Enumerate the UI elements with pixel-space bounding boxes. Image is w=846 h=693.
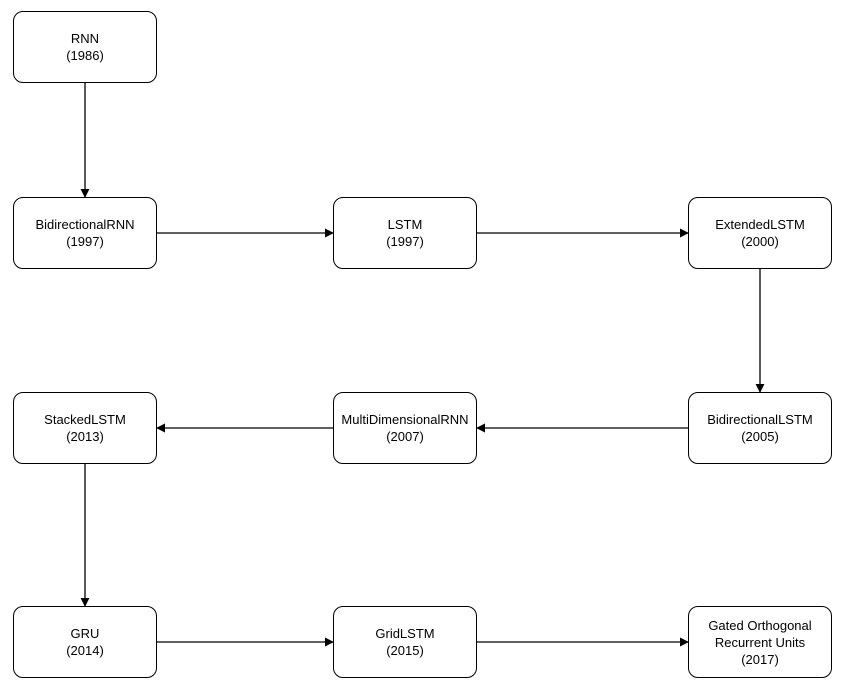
node-label-line: Recurrent Units <box>714 634 806 650</box>
node-bidirectional-rnn: BidirectionalRNN (1997) <box>13 197 157 269</box>
node-label-line: RNN <box>70 31 100 46</box>
node-label-line: ExtendedLSTM <box>715 217 805 232</box>
node-label-line: Gated Orthogonal <box>708 617 812 633</box>
node-label-line: (2017) <box>741 651 779 667</box>
node-label-line: (2013) <box>66 429 104 444</box>
node-label: BidirectionalLSTM (2005) <box>707 411 813 445</box>
node-label-line: (1997) <box>66 234 104 249</box>
node-label-line: StackedLSTM <box>44 412 126 427</box>
node-label: StackedLSTM (2013) <box>44 411 126 445</box>
node-label-line: GridLSTM <box>375 626 435 641</box>
node-multidimensional-rnn: MultiDimensionalRNN (2007) <box>333 392 477 464</box>
node-label: GRU (2014) <box>66 625 104 659</box>
node-label-line: MultiDimensionalRNN <box>341 412 469 427</box>
node-label: MultiDimensionalRNN (2007) <box>341 411 468 445</box>
node-label-line: (2014) <box>66 643 104 658</box>
node-label: BidirectionalRNN (1997) <box>36 216 135 250</box>
node-label-line: (1986) <box>66 48 104 63</box>
node-label-line: BidirectionalRNN <box>35 217 135 232</box>
node-label: ExtendedLSTM (2000) <box>715 216 805 250</box>
node-rnn: RNN (1986) <box>13 11 157 83</box>
node-stacked-lstm: StackedLSTM (2013) <box>13 392 157 464</box>
node-label-line: GRU <box>70 626 100 641</box>
node-label-line: (2005) <box>741 429 779 444</box>
node-bidirectional-lstm: BidirectionalLSTM (2005) <box>688 392 832 464</box>
node-gru: GRU (2014) <box>13 606 157 678</box>
node-label-line: (2007) <box>386 429 424 444</box>
node-label-line: LSTM <box>387 217 423 232</box>
node-label: RNN (1986) <box>66 30 104 64</box>
node-label: GridLSTM (2015) <box>375 625 434 659</box>
node-extended-lstm: ExtendedLSTM (2000) <box>688 197 832 269</box>
node-label-line: BidirectionalLSTM <box>707 412 813 427</box>
node-label-line: (2015) <box>386 643 424 658</box>
node-label-line: (1997) <box>386 234 424 249</box>
node-lstm: LSTM (1997) <box>333 197 477 269</box>
node-grid-lstm: GridLSTM (2015) <box>333 606 477 678</box>
node-label-line: (2000) <box>741 234 779 249</box>
node-label: LSTM (1997) <box>386 216 424 250</box>
